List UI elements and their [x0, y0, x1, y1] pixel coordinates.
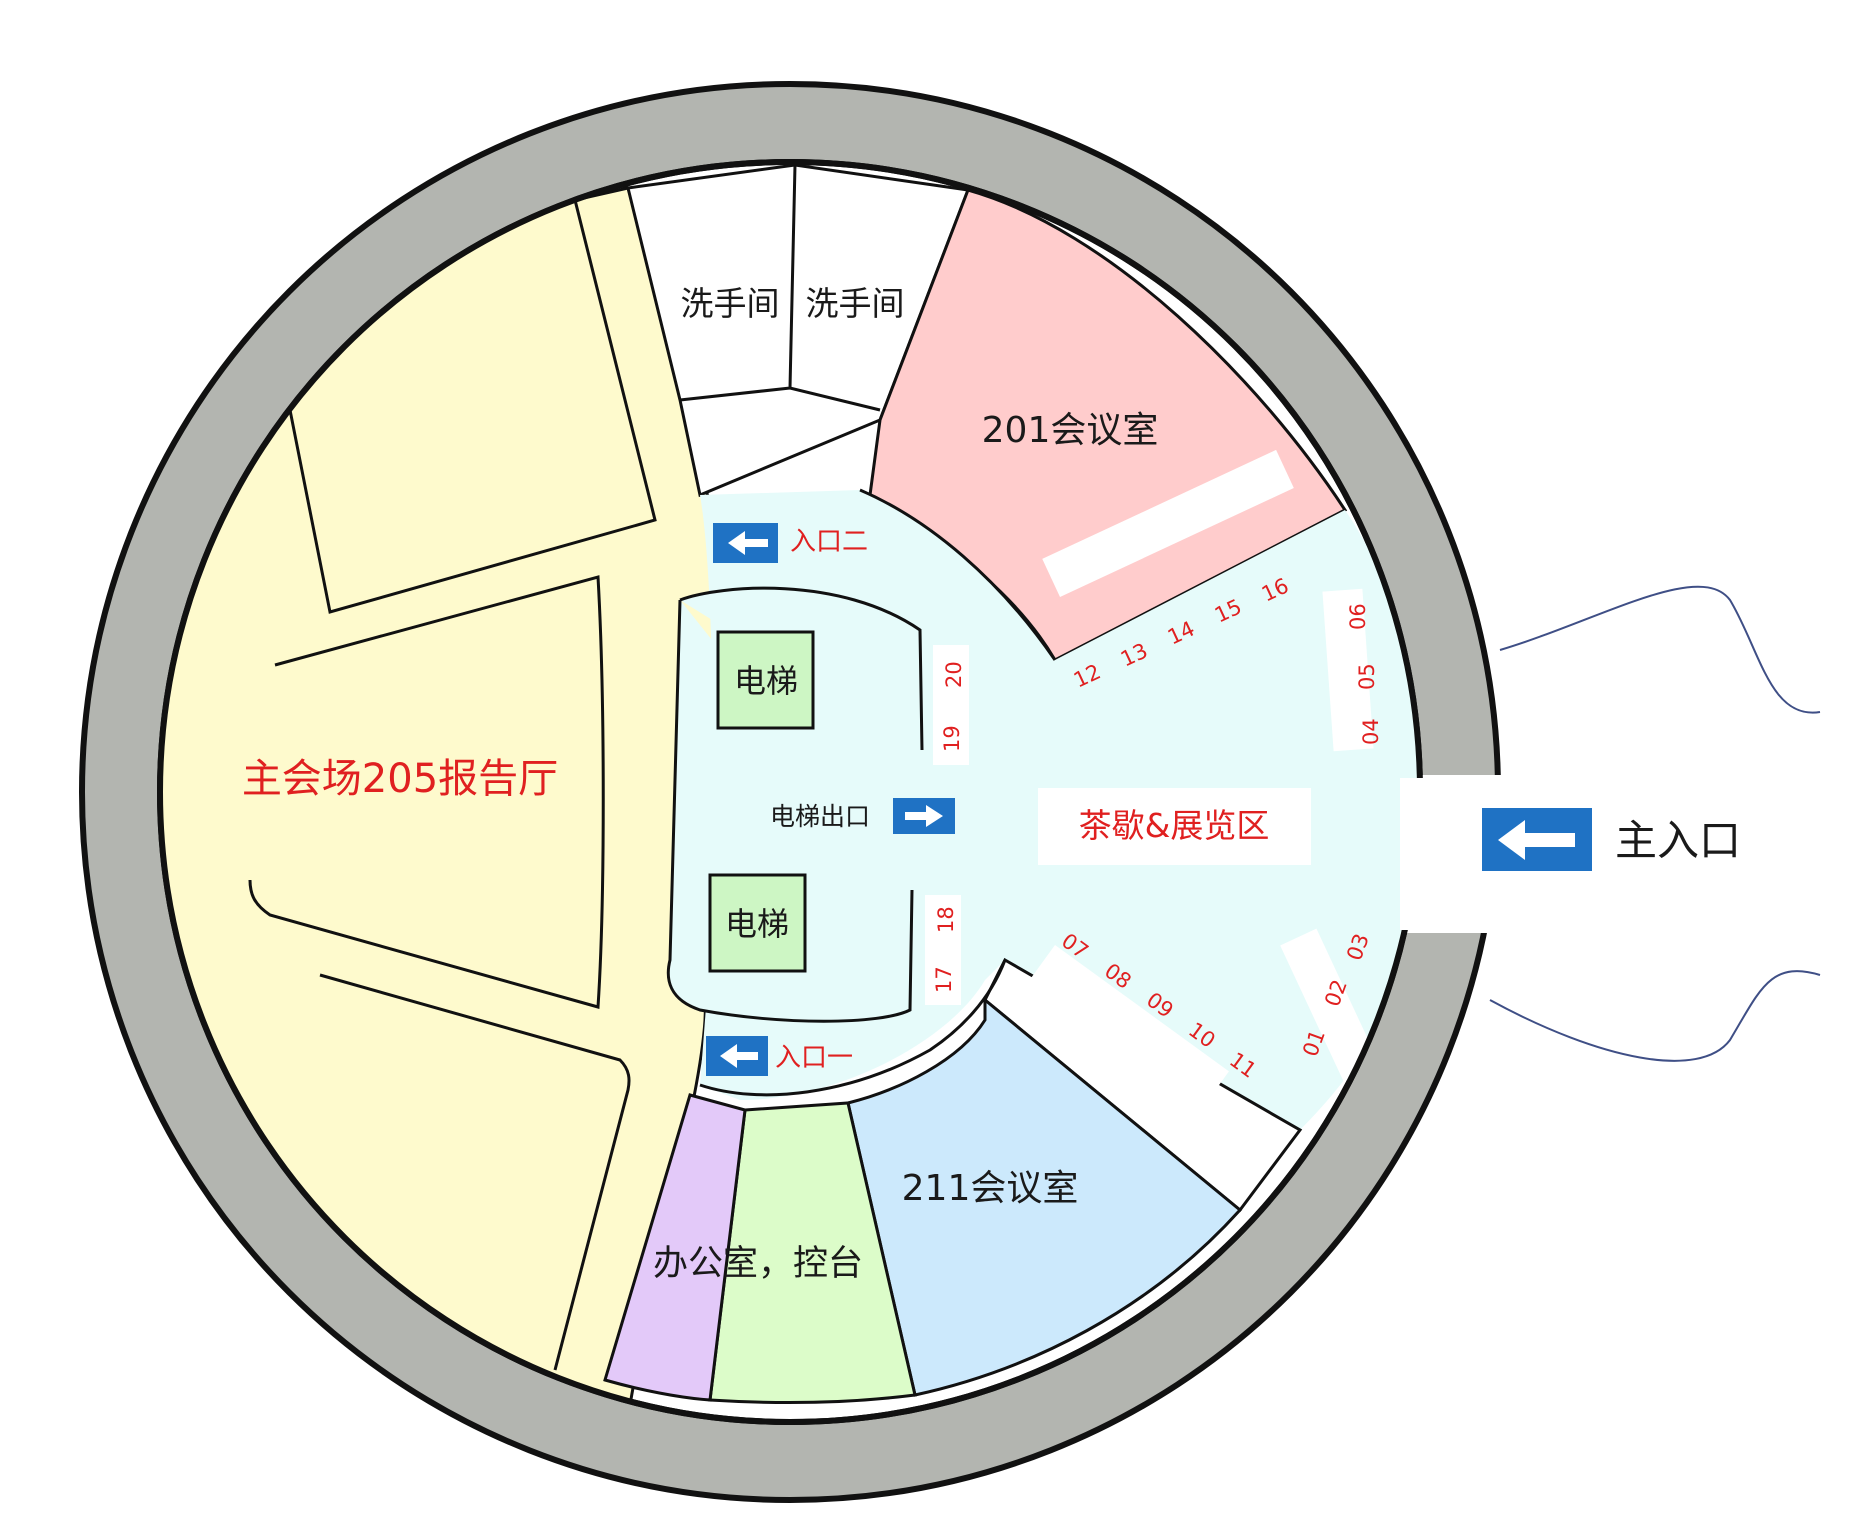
elevator-top [716, 630, 815, 730]
meeting-201-label: 201会议室 [982, 410, 1159, 451]
main-hall-partition-mid [248, 575, 605, 1009]
console-room [708, 1101, 917, 1404]
approach-line-top [1499, 585, 1821, 714]
booth-strip-12-16 [1042, 449, 1294, 597]
tea-exhibition-label-box [1038, 788, 1311, 865]
meeting-211-room [846, 996, 1243, 1397]
approach-line-bottom [1489, 970, 1821, 1062]
booth-strip-07-11 [1031, 945, 1229, 1104]
elevator-top-label: 电梯 [734, 662, 798, 700]
office-console-label: 办公室，控台 [653, 1244, 863, 1284]
main-entrance-label: 主入口 [1615, 816, 1741, 865]
office-room [603, 1093, 747, 1402]
booth-19: 19 [940, 725, 964, 752]
booth-strip-04-06 [1322, 588, 1374, 752]
main-entrance-sign: 主入口 [1482, 808, 1741, 871]
main-hall-label: 主会场205报告厅 [242, 756, 558, 802]
tea-exhibition-outline-top [859, 488, 1057, 661]
entrance-one-sign: 入口一 [706, 1036, 853, 1076]
booth-05: 05 [1355, 663, 1379, 690]
restroom-divider [679, 164, 881, 412]
entrance-two-sign: 入口二 [713, 523, 868, 563]
booth-strip-01-03 [1280, 928, 1380, 1082]
booth-strip-17-18 [925, 895, 961, 1005]
booth-strip-19-20 [933, 645, 969, 765]
elevator-bottom-label: 电梯 [725, 905, 789, 943]
booth-06: 06 [1346, 603, 1370, 630]
booth-18: 18 [934, 906, 958, 933]
elevator-bottom [708, 873, 807, 973]
booth-17: 17 [932, 966, 956, 993]
tea-exhibition-label: 茶歇&展览区 [1079, 806, 1270, 845]
entrance-two-label: 入口二 [790, 527, 868, 557]
meeting-211-label: 211会议室 [902, 1168, 1079, 1209]
restroom-right-label: 洗手间 [806, 284, 905, 323]
booth-04: 04 [1359, 718, 1383, 745]
restroom-left-label: 洗手间 [681, 284, 780, 323]
booth-20: 20 [942, 661, 966, 688]
elevator-exit-sign: 电梯出口 [770, 798, 955, 834]
entrance-one-label: 入口一 [775, 1043, 853, 1073]
main-hall-partition-low [319, 973, 631, 1371]
elevator-exit-label: 电梯出口 [770, 802, 870, 831]
corridor-bottom-edge [699, 959, 1007, 1097]
